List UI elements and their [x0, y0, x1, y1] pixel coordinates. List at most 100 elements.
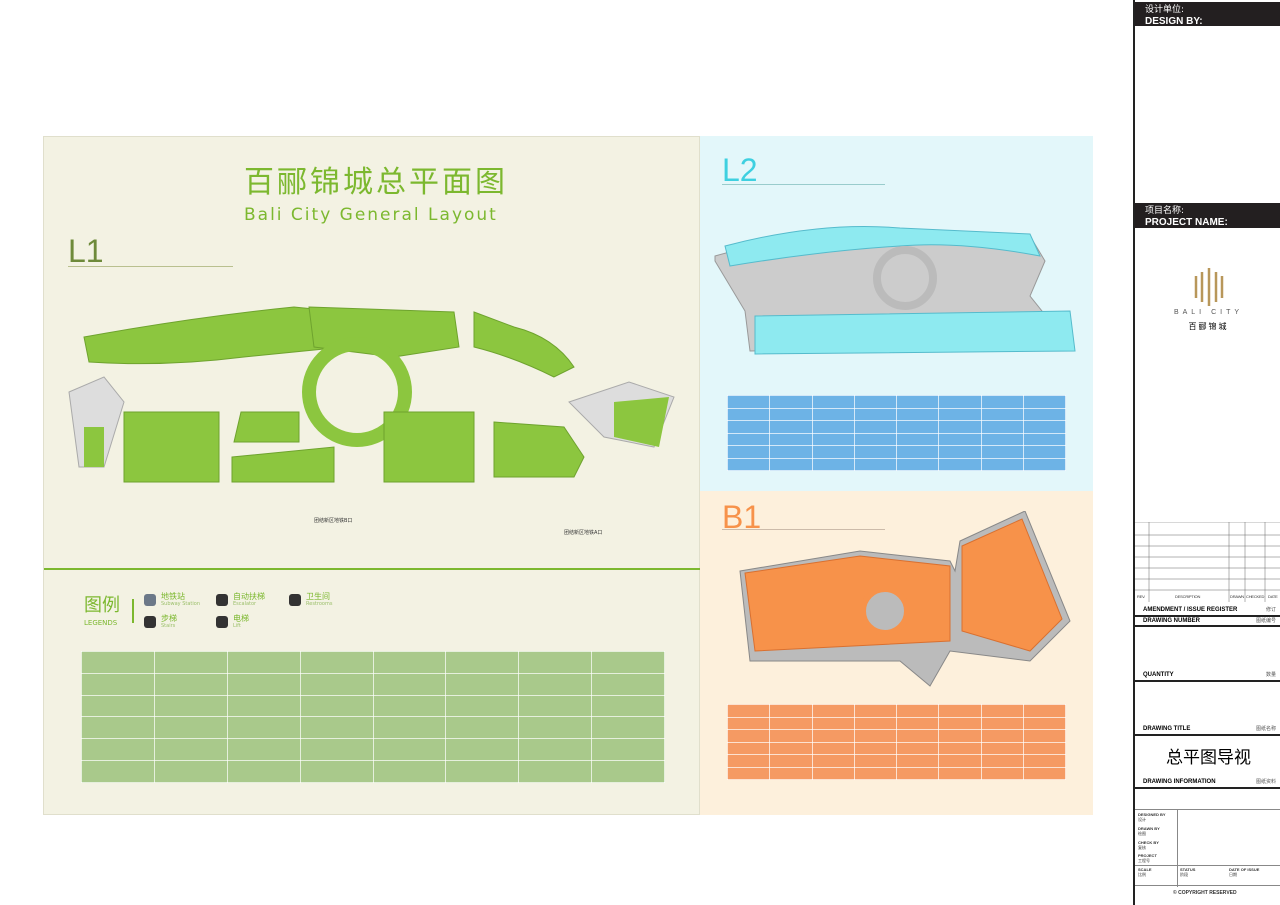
table-cell — [518, 672, 593, 696]
design-by-header: 设计单位:DESIGN BY: — [1135, 2, 1280, 27]
table-cell — [769, 432, 813, 446]
subway-icon — [144, 593, 156, 606]
table-cell — [726, 716, 771, 730]
table-cell — [153, 738, 228, 762]
entrance-label-b: 团结新区地铁B口 — [314, 518, 353, 524]
table-cell — [591, 738, 665, 762]
map-title-cn: 百郦锦城总平面图 — [244, 165, 508, 200]
divider — [722, 529, 885, 530]
table-cell — [895, 407, 940, 421]
escalator-icon — [216, 593, 228, 606]
table-cell — [938, 445, 982, 459]
table-cell — [811, 407, 855, 421]
table-cell — [769, 457, 813, 471]
table-cell — [1022, 445, 1067, 459]
table-cell — [226, 738, 301, 762]
col-drawn: DRAWN — [1230, 594, 1244, 599]
table-cell — [895, 754, 940, 768]
table-cell — [299, 760, 374, 783]
table-cell — [299, 651, 374, 674]
table-cell — [980, 716, 1024, 730]
table-cell — [769, 729, 813, 743]
table-row — [726, 445, 1067, 459]
table-cell — [1022, 395, 1067, 409]
b1-panel: B1 — [700, 491, 1093, 815]
table-cell — [853, 741, 898, 755]
table-cell — [980, 741, 1024, 755]
table-cell — [811, 729, 855, 743]
table-cell — [938, 716, 982, 730]
table-cell — [938, 754, 982, 768]
table-cell — [980, 432, 1024, 446]
table-cell — [938, 729, 982, 743]
table-cell — [938, 704, 982, 718]
table-cell — [853, 704, 898, 718]
table-cell — [811, 457, 855, 471]
l1-directory-table — [81, 651, 665, 783]
table-cell — [895, 716, 940, 730]
table-cell — [726, 395, 771, 409]
table-cell — [1022, 432, 1067, 446]
table-cell — [1022, 704, 1067, 718]
restroom-icon — [289, 593, 301, 606]
divider — [722, 184, 885, 185]
table-cell — [153, 716, 228, 740]
l1-panel: 百郦锦城总平面图 Bali City General Layout L1 团结新… — [43, 136, 701, 815]
table-cell — [1022, 729, 1067, 743]
table-cell — [811, 432, 855, 446]
table-cell — [1022, 766, 1067, 780]
floor-label-l1: L1 — [68, 233, 104, 269]
table-cell — [938, 432, 982, 446]
table-cell — [81, 738, 155, 762]
table-cell — [938, 395, 982, 409]
table-cell — [226, 651, 301, 674]
table-cell — [1022, 741, 1067, 755]
table-cell — [811, 395, 855, 409]
table-row — [726, 457, 1067, 471]
table-cell — [853, 420, 898, 434]
table-cell — [445, 651, 520, 674]
table-cell — [938, 741, 982, 755]
table-cell — [980, 395, 1024, 409]
table-cell — [769, 754, 813, 768]
table-row — [81, 716, 665, 740]
table-cell — [769, 766, 813, 780]
table-row — [726, 766, 1067, 780]
table-cell — [980, 445, 1024, 459]
table-cell — [726, 704, 771, 718]
table-cell — [81, 651, 155, 674]
table-cell — [445, 716, 520, 740]
table-cell — [445, 672, 520, 696]
table-cell — [153, 651, 228, 674]
table-cell — [1022, 407, 1067, 421]
table-cell — [895, 395, 940, 409]
table-cell — [980, 704, 1024, 718]
table-cell — [769, 420, 813, 434]
table-row — [726, 420, 1067, 434]
table-cell — [591, 694, 665, 718]
table-cell — [769, 716, 813, 730]
table-cell — [811, 754, 855, 768]
table-cell — [518, 760, 593, 783]
table-cell — [726, 741, 771, 755]
table-cell — [895, 766, 940, 780]
legend-title-cn: 图例 — [84, 595, 120, 616]
table-cell — [895, 741, 940, 755]
table-cell — [153, 694, 228, 718]
table-cell — [980, 407, 1024, 421]
lift-icon — [216, 615, 228, 628]
table-cell — [1022, 716, 1067, 730]
floor-label-l2: L2 — [722, 152, 758, 188]
divider — [132, 599, 134, 623]
legend-title-en: LEGENDS — [84, 619, 118, 627]
table-cell — [895, 704, 940, 718]
table-row — [81, 651, 665, 674]
table-cell — [853, 457, 898, 471]
table-row — [81, 760, 665, 783]
